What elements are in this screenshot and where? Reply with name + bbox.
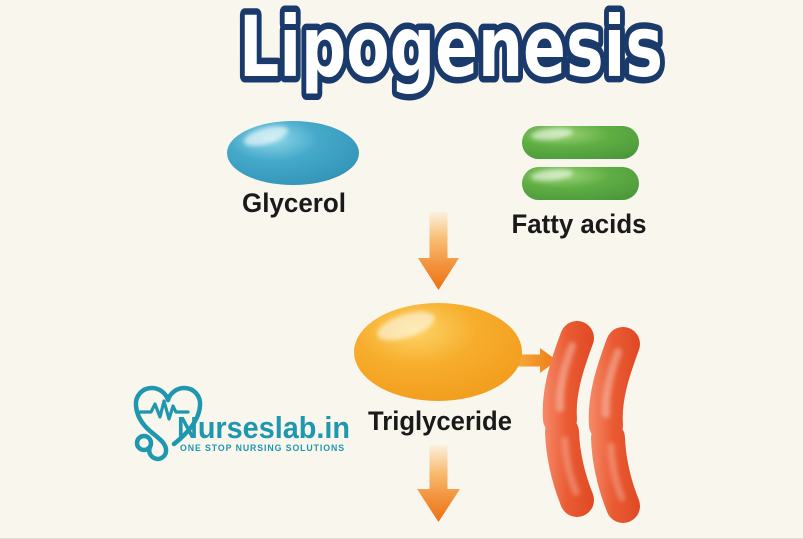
ekg-heartbeat-icon: [138, 399, 190, 421]
triglyceride-node: Triglyceride: [354, 303, 522, 436]
glycerol-gloss-highlight: [243, 126, 289, 146]
glycerol-label: Glycerol: [242, 188, 346, 218]
fatty-acid-gloss-2: [531, 169, 573, 181]
triglyceride-shape: [354, 303, 522, 401]
logo-brand-text: Nurseslab.in: [177, 410, 350, 445]
triglyceride-label: Triglyceride: [368, 406, 512, 436]
fatty-acids-node: Fatty acids: [512, 126, 647, 239]
glycerol-node: Glycerol: [227, 121, 359, 218]
nurseslab-logo: Nurseslab.in ONE STOP NURSING SOLUTIONS: [133, 385, 350, 462]
heart-stethoscope-icon: [133, 385, 203, 462]
chromatid-1: [542, 321, 594, 517]
logo-tagline: ONE STOP NURSING SOLUTIONS: [180, 443, 345, 454]
arrow-right-icon: [516, 348, 557, 373]
glycerol-shape: [227, 121, 359, 185]
stored-fat-shape: [542, 321, 640, 523]
page-title: Lipogenesis: [239, 0, 663, 96]
fatty-acid-gloss-1: [531, 128, 573, 140]
arrow-down-icon: [418, 212, 459, 290]
chromatid-2: [588, 327, 640, 523]
fatty-acids-label: Fatty acids: [512, 209, 647, 239]
triglyceride-gloss-highlight: [377, 311, 435, 341]
stethoscope-chestpiece-icon: [134, 433, 154, 453]
arrow-down-bottom-icon: [417, 445, 460, 522]
